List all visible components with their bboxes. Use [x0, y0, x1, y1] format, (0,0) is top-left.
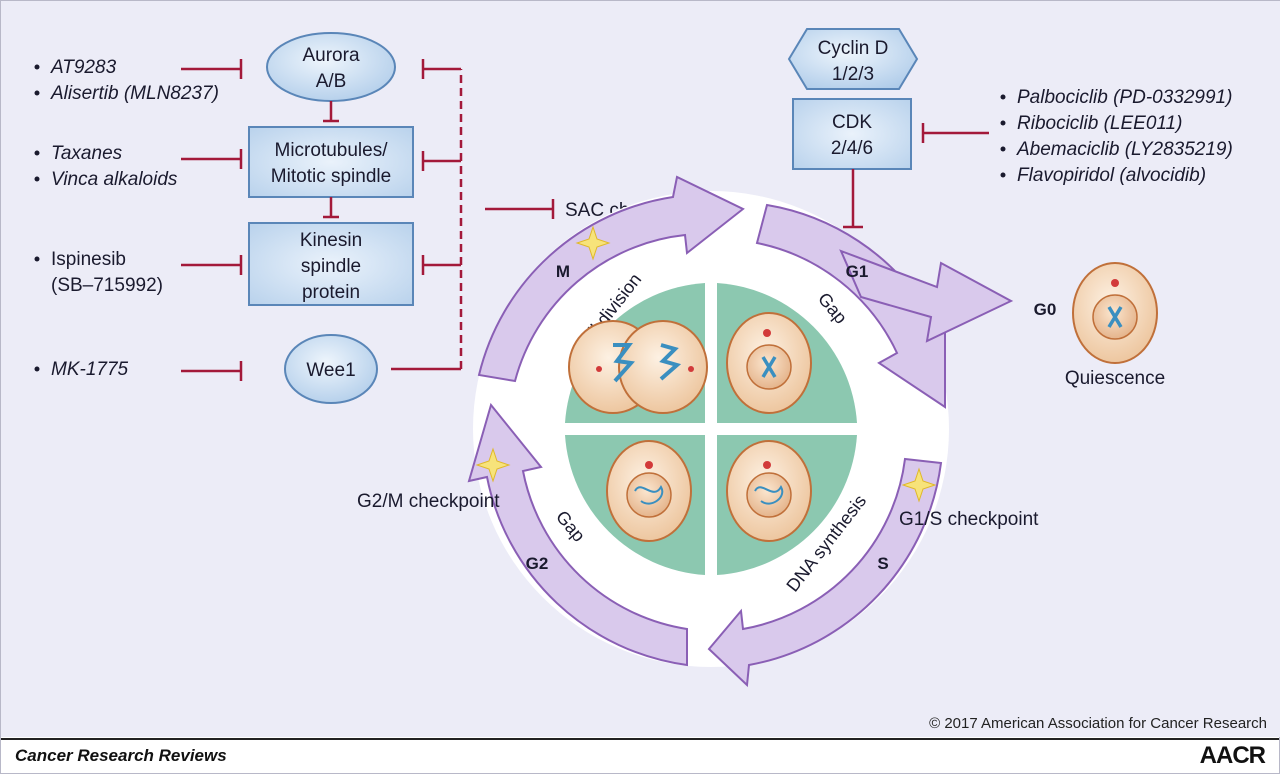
- arrow-s: [707, 457, 943, 688]
- wee1-label: Wee1: [306, 360, 355, 381]
- microtubules-node: Microtubules/ Mitotic spindle: [248, 126, 414, 198]
- star-g2m: [475, 447, 511, 483]
- phase-g0: G0: [1034, 300, 1057, 319]
- kinesin-label-2: spindle: [301, 256, 361, 277]
- cell-quiescent: [1072, 262, 1158, 364]
- drug-mk1775: MK-1775: [51, 359, 129, 380]
- g2m-checkpoint-label: G2/M checkpoint: [357, 491, 500, 512]
- cyclin-label-2: 1/2/3: [832, 64, 874, 85]
- drug-taxanes: Taxanes: [51, 143, 123, 164]
- cell-s: [726, 440, 812, 542]
- quiescence-label: Quiescence: [1065, 368, 1165, 389]
- microtubules-label-2: Mitotic spindle: [271, 166, 391, 187]
- bullet: [34, 366, 40, 372]
- right-drug-list: Palbociclib (PD-0332991) Ribociclib (LEE…: [1000, 87, 1233, 186]
- phase-s: S: [877, 554, 888, 573]
- journal-title: Cancer Research Reviews: [15, 746, 227, 765]
- bullet: [34, 64, 40, 70]
- drug-vinca: Vinca alkaloids: [51, 169, 178, 190]
- left-inhibitor-lines: [181, 59, 243, 381]
- copyright-notice: © 2017 American Association for Cancer R…: [929, 715, 1267, 732]
- bullet: [34, 150, 40, 156]
- cdk-node: CDK 2/4/6: [792, 98, 912, 170]
- cycle-white-disc: [473, 191, 949, 667]
- phase-g2: G2: [526, 554, 549, 573]
- phase-m: M: [556, 262, 570, 281]
- g1s-checkpoint-label: G1/S checkpoint: [899, 509, 1039, 530]
- bullet: [34, 90, 40, 96]
- cdk-label-1: CDK: [832, 112, 872, 133]
- cyclin-label-1: Cyclin D: [818, 38, 889, 59]
- aurora-node: Aurora A/B: [266, 32, 396, 102]
- star-g1s: [901, 467, 937, 503]
- kinesin-label-1: Kinesin: [300, 230, 362, 251]
- kinesin-label-3: protein: [302, 282, 360, 303]
- wee1-feedback-bracket: [391, 59, 463, 371]
- drug-alisertib: Alisertib (MLN8237): [50, 83, 219, 104]
- arrow-g1-to-g0: [839, 249, 1014, 343]
- bullet: [34, 256, 40, 262]
- drug-abemaciclib: Abemaciclib (LY2835219): [1016, 139, 1233, 160]
- cycle-arrows: [467, 175, 1014, 688]
- bullet: [1000, 172, 1006, 178]
- cell-g2: [606, 440, 692, 542]
- drug-palbociclib: Palbociclib (PD-0332991): [1017, 87, 1232, 108]
- footer-divider: [1, 738, 1279, 740]
- cell-cycle-diagram: AT9283 Alisertib (MLN8237) Taxanes Vinca…: [1, 1, 1280, 737]
- wee1-node: Wee1: [284, 334, 378, 404]
- checkpoint-stars: [475, 225, 937, 503]
- arrow-g2: [467, 402, 688, 667]
- aacr-logo: AACR: [1199, 742, 1266, 769]
- left-drug-list: AT9283 Alisertib (MLN8237) Taxanes Vinca…: [34, 57, 219, 380]
- aurora-label-1: Aurora: [302, 45, 359, 66]
- microtubules-label-1: Microtubules/: [275, 140, 389, 161]
- drug-ribociclib: Ribociclib (LEE011): [1017, 113, 1182, 134]
- bullet: [1000, 146, 1006, 152]
- star-sac: [575, 225, 611, 261]
- drug-ispinesib: Ispinesib: [51, 249, 126, 270]
- cyclin-d-node: Cyclin D 1/2/3: [787, 28, 919, 90]
- phase-g1: G1: [846, 262, 869, 281]
- cell-g1: [726, 312, 812, 414]
- arrow-g1: [755, 203, 946, 409]
- drug-ispinesib-code: (SB–715992): [51, 275, 163, 296]
- bullet: [34, 176, 40, 182]
- cell-dividing: [568, 320, 708, 414]
- kinesin-node: Kinesin spindle protein: [248, 222, 414, 306]
- cdk-label-2: 2/4/6: [831, 138, 873, 159]
- sac-inhibitor: [485, 199, 555, 219]
- cdk-inhibitions: [843, 123, 989, 229]
- arrow-m: [477, 175, 745, 383]
- aurora-label-2: A/B: [316, 71, 347, 92]
- bullet: [1000, 94, 1006, 100]
- drug-at9283: AT9283: [50, 57, 117, 78]
- drug-flavopiridol: Flavopiridol (alvocidib): [1017, 165, 1206, 186]
- bullet: [1000, 120, 1006, 126]
- node-chain-inhibitions: [323, 101, 339, 219]
